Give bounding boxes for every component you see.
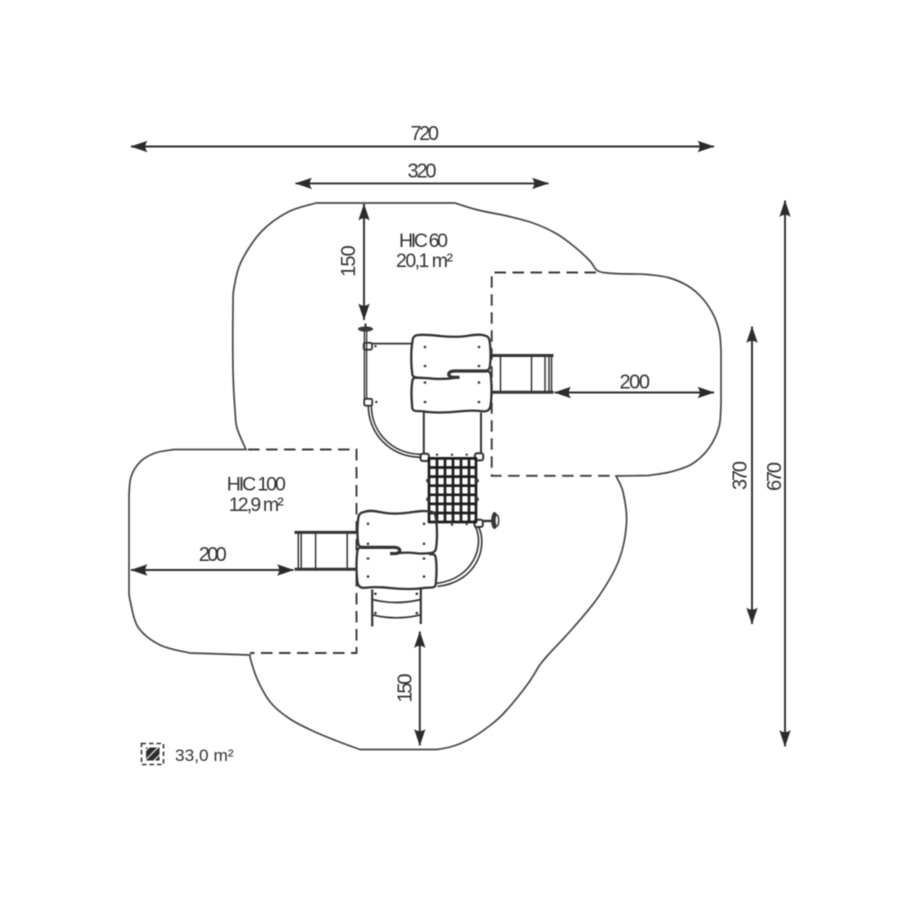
svg-text:20,1 m²: 20,1 m² xyxy=(396,250,454,272)
svg-text:12,9 m²: 12,9 m² xyxy=(229,494,285,516)
svg-text:720: 720 xyxy=(410,123,439,145)
svg-text:370: 370 xyxy=(730,461,752,490)
svg-text:200: 200 xyxy=(619,372,650,394)
svg-text:HIC 100: HIC 100 xyxy=(227,473,286,495)
svg-text:200: 200 xyxy=(199,544,227,566)
svg-text:150: 150 xyxy=(395,674,417,703)
svg-text:33,0 m²: 33,0 m² xyxy=(175,747,234,765)
svg-text:320: 320 xyxy=(408,161,437,183)
svg-text:670: 670 xyxy=(764,462,786,491)
svg-text:150: 150 xyxy=(338,245,360,277)
svg-text:HIC 60: HIC 60 xyxy=(399,230,448,252)
